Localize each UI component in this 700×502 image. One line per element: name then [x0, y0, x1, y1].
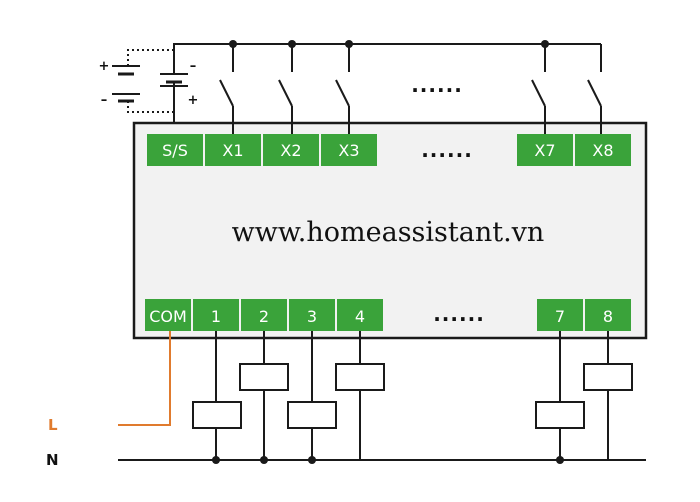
input-terminal-x2: X2 [263, 134, 319, 166]
switch-x7 [531, 44, 546, 134]
switch-x8 [587, 44, 602, 134]
live-wire [118, 331, 171, 426]
battery-plus-sign-right: + [188, 93, 199, 108]
battery-plus-sign-left: + [99, 59, 110, 74]
switch-x1 [219, 44, 234, 134]
input-terminal-strip: S/S X1 X2 X3 ...... X7 X8 [147, 134, 631, 166]
switch-ellipsis: ...... [411, 73, 463, 97]
output-terminal-strip: COM 1 2 3 4 ...... 7 8 [145, 299, 631, 331]
relay-coil-1 [192, 401, 242, 429]
battery-minus-sign-left: – [101, 93, 108, 108]
input-terminal-ellipsis: ...... [421, 138, 473, 162]
switch-x3 [335, 44, 350, 134]
input-terminal-x3: X3 [321, 134, 377, 166]
watermark-text: www.homeassistant.vn [232, 217, 545, 248]
output-terminal-3: 3 [289, 299, 335, 331]
output-terminal-2-label: 2 [259, 307, 269, 326]
input-terminal-x8: X8 [575, 134, 631, 166]
input-terminal-x3-label: X3 [338, 141, 359, 160]
output-wiring [118, 331, 646, 464]
input-terminal-ss-label: S/S [162, 141, 188, 160]
input-terminal-x7-label: X7 [534, 141, 555, 160]
output-terminal-7: 7 [537, 299, 583, 331]
input-terminal-ss: S/S [147, 134, 203, 166]
output-terminal-4-label: 4 [355, 307, 365, 326]
input-terminal-x2-label: X2 [280, 141, 301, 160]
relay-coil-8 [583, 363, 633, 391]
output-terminal-2: 2 [241, 299, 287, 331]
output-terminal-8-label: 8 [603, 307, 613, 326]
output-terminal-8: 8 [585, 299, 631, 331]
output-terminal-7-label: 7 [555, 307, 565, 326]
output-terminal-1: 1 [193, 299, 239, 331]
dc-supply [112, 49, 188, 123]
supply-label-L: L [48, 416, 58, 434]
battery-minus-sign-right: – [190, 59, 197, 74]
relay-coil-3 [287, 401, 337, 429]
output-terminal-3-label: 3 [307, 307, 317, 326]
switch-x2 [278, 44, 293, 134]
relay-coil-4 [335, 363, 385, 391]
output-terminal-com: COM [145, 299, 191, 331]
output-terminal-1-label: 1 [211, 307, 221, 326]
supply-label-N: N [46, 451, 59, 469]
input-wiring [173, 40, 602, 134]
output-terminal-ellipsis: ...... [433, 302, 485, 326]
relay-coil-7 [535, 401, 585, 429]
input-terminal-x7: X7 [517, 134, 573, 166]
input-terminal-x1: X1 [205, 134, 261, 166]
input-terminal-x8-label: X8 [592, 141, 613, 160]
output-terminal-4: 4 [337, 299, 383, 331]
input-common-bus [173, 43, 601, 58]
relay-coil-2 [239, 363, 289, 391]
output-terminal-com-label: COM [149, 307, 187, 326]
input-terminal-x1-label: X1 [222, 141, 243, 160]
